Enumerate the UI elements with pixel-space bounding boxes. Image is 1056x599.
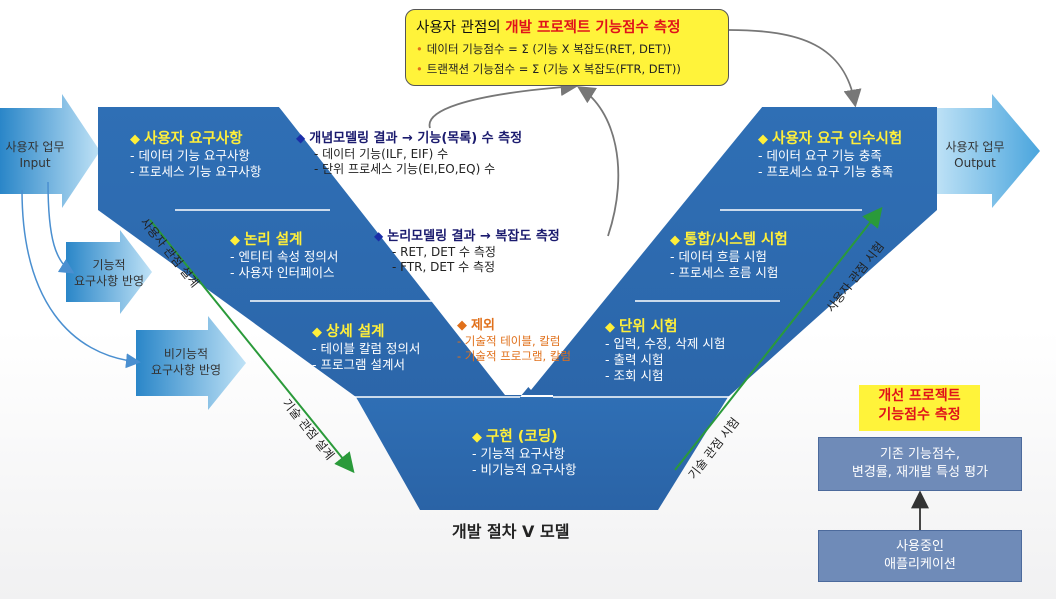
callout-title-prefix: 사용자 관점의 bbox=[416, 20, 506, 36]
stage-implementation: ◆ 구현 (코딩) - 기능적 요구사항 - 비기능적 요구사항 bbox=[472, 428, 576, 478]
v-model-title: 개발 절차 V 모델 bbox=[452, 522, 570, 541]
functional-req-arrow bbox=[66, 230, 152, 314]
diamond-bullet-icon: ◆ bbox=[312, 325, 322, 340]
stage-item: - 조회 시험 bbox=[605, 367, 664, 383]
curve-from-conceptual bbox=[428, 78, 579, 129]
stage-integration-test: ◆ 통합/시스템 시험 - 데이터 흐름 시험 - 프로세스 흐름 시험 bbox=[670, 231, 788, 281]
input-label: 사용자 업무 Input bbox=[0, 140, 70, 171]
stage-title: 사용자 요구사항 bbox=[144, 131, 243, 147]
stage-title: 상세 설계 bbox=[326, 324, 385, 340]
stage-logical-design: ◆ 논리 설계 - 엔티티 속성 정의서 - 사용자 인터페이스 bbox=[230, 231, 338, 281]
v-bottom bbox=[356, 397, 728, 510]
stage-item: - 엔티티 속성 정의서 bbox=[230, 249, 339, 265]
functional-req-label: 기능적 요구사항 반영 bbox=[64, 258, 154, 289]
connector-functional bbox=[47, 181, 75, 274]
stage-item: - 테이블 칼럼 정의서 bbox=[312, 341, 421, 357]
note-title: 개념모델링 결과 → 기능(목록) 수 측정 bbox=[309, 131, 523, 146]
fp-measurement-callout: 사용자 관점의 개발 프로젝트 기능점수 측정 •데이터 기능점수 = Σ (기… bbox=[405, 9, 729, 86]
curve-to-acceptance bbox=[728, 29, 862, 108]
diamond-bullet-icon: ◆ bbox=[605, 320, 615, 335]
app-box: 사용중인 애플리케이션 bbox=[818, 530, 1022, 582]
improvement-title-line2: 기능점수 측정 bbox=[878, 406, 961, 423]
input-label-line1: 사용자 업무 bbox=[5, 140, 65, 154]
stage-title: 통합/시스템 시험 bbox=[684, 232, 788, 248]
input-label-line2: Input bbox=[19, 155, 51, 170]
eval-box: 기존 기능점수, 변경률, 재개발 특성 평가 bbox=[818, 437, 1022, 491]
connector-nonfunctional bbox=[21, 189, 141, 369]
callout-bullet-text: 트랜잭션 기능점수 = Σ (기능 X 복잡도(FTR, DET)) bbox=[426, 62, 681, 76]
diamond-bullet-icon: ◆ bbox=[374, 229, 384, 243]
note-item: - 데이터 기능(ILF, EIF) 수 bbox=[314, 147, 449, 162]
callout-bullet-transaction: •트랜잭션 기능점수 = Σ (기능 X 복잡도(FTR, DET)) bbox=[416, 62, 681, 76]
note-item: - FTR, DET 수 측정 bbox=[392, 260, 496, 275]
stage-item: - 기능적 요구사항 bbox=[472, 446, 565, 462]
input-arrow bbox=[0, 94, 100, 208]
diamond-bullet-icon: ◆ bbox=[230, 233, 240, 248]
callout-title: 사용자 관점의 개발 프로젝트 기능점수 측정 bbox=[416, 16, 718, 37]
note-item: - RET, DET 수 측정 bbox=[392, 245, 496, 260]
guide-arrow-right bbox=[674, 206, 883, 471]
nonfunctional-req-label: 비기능적 요구사항 반영 bbox=[138, 347, 234, 378]
stage-item: - 데이터 기능 요구사항 bbox=[130, 148, 250, 164]
stage-item: - 데이터 요구 기능 충족 bbox=[758, 148, 882, 164]
stage-item: - 입력, 수정, 삭제 시험 bbox=[605, 336, 726, 352]
note-item: - 기술적 프로그램, 칼럼 bbox=[457, 348, 571, 363]
nonfunctional-req-line2: 요구사항 반영 bbox=[150, 362, 222, 377]
app-line1: 사용중인 bbox=[896, 539, 944, 555]
stage-item: - 비기능적 요구사항 bbox=[472, 461, 577, 477]
eval-line1: 기존 기능점수, bbox=[879, 447, 960, 463]
functional-req-line2: 요구사항 반영 bbox=[73, 273, 145, 288]
curve-from-logical bbox=[576, 86, 620, 237]
diamond-bullet-icon: ◆ bbox=[758, 132, 768, 147]
callout-bullet-data: •데이터 기능점수 = Σ (기능 X 복잡도(RET, DET)) bbox=[416, 42, 672, 56]
stage-acceptance-test: ◆ 사용자 요구 인수시험 - 데이터 요구 기능 충족 - 프로세스 요구 기능… bbox=[758, 130, 902, 180]
note-item: - 기술적 테이블, 칼럼 bbox=[457, 334, 561, 349]
stage-unit-test: ◆ 단위 시험 - 입력, 수정, 삭제 시험 - 출력 시험 - 조회 시험 bbox=[605, 318, 725, 383]
functional-req-line1: 기능적 bbox=[92, 258, 126, 272]
stage-detailed-design: ◆ 상세 설계 - 테이블 칼럼 정의서 - 프로그램 설계서 bbox=[312, 323, 420, 373]
guide-arrow-left bbox=[149, 219, 355, 474]
stage-item: - 프로세스 요구 기능 충족 bbox=[758, 163, 894, 179]
stage-title: 사용자 요구 인수시험 bbox=[772, 131, 903, 147]
diamond-bullet-icon: ◆ bbox=[130, 132, 140, 147]
diamond-bullet-icon: ◆ bbox=[457, 318, 467, 333]
app-line2: 애플리케이션 bbox=[884, 557, 956, 572]
stage-user-requirements: ◆ 사용자 요구사항 - 데이터 기능 요구사항 - 프로세스 기능 요구사항 bbox=[130, 130, 261, 180]
improvement-fp-title: 개선 프로젝트 기능점수 측정 bbox=[859, 385, 980, 431]
output-label-line2: Output bbox=[954, 155, 996, 170]
output-label-line1: 사용자 업무 bbox=[945, 140, 1005, 154]
note-item: - 단위 프로세스 기능(EI,EO,EQ) 수 bbox=[314, 162, 496, 177]
callout-title-emphasis: 개발 프로젝트 기능점수 측정 bbox=[505, 20, 681, 36]
note-excluded: ◆ 제외 - 기술적 테이블, 칼럼 - 기술적 프로그램, 칼럼 bbox=[457, 318, 571, 363]
stage-title: 단위 시험 bbox=[619, 319, 678, 335]
note-title: 논리모델링 결과 → 복잡도 측정 bbox=[387, 229, 560, 244]
diamond-bullet-icon: ◆ bbox=[296, 131, 306, 145]
improvement-title-line1: 개선 프로젝트 bbox=[878, 388, 961, 404]
stage-item: - 프로세스 기능 요구사항 bbox=[130, 163, 262, 179]
nonfunctional-req-line1: 비기능적 bbox=[163, 347, 209, 361]
stage-item: - 프로세스 흐름 시험 bbox=[670, 264, 779, 280]
output-arrow bbox=[935, 94, 1040, 208]
stage-item: - 사용자 인터페이스 bbox=[230, 264, 335, 280]
note-conceptual-modeling: ◆개념모델링 결과 → 기능(목록) 수 측정 - 데이터 기능(ILF, EI… bbox=[296, 131, 522, 177]
note-logical-modeling: ◆논리모델링 결과 → 복잡도 측정 - RET, DET 수 측정 - FTR… bbox=[374, 229, 560, 275]
diamond-bullet-icon: ◆ bbox=[670, 233, 680, 248]
callout-bullet-text: 데이터 기능점수 = Σ (기능 X 복잡도(RET, DET)) bbox=[426, 42, 672, 56]
note-title: 제외 bbox=[471, 318, 495, 333]
stage-item: - 데이터 흐름 시험 bbox=[670, 249, 767, 265]
stage-item: - 프로그램 설계서 bbox=[312, 356, 405, 372]
eval-line2: 변경률, 재개발 특성 평가 bbox=[851, 465, 989, 480]
output-label: 사용자 업무 Output bbox=[940, 140, 1010, 171]
stage-title: 구현 (코딩) bbox=[486, 429, 558, 445]
diamond-bullet-icon: ◆ bbox=[472, 430, 482, 445]
stage-item: - 출력 시험 bbox=[605, 351, 664, 367]
nonfunctional-req-arrow bbox=[136, 316, 246, 410]
stage-title: 논리 설계 bbox=[244, 232, 303, 248]
